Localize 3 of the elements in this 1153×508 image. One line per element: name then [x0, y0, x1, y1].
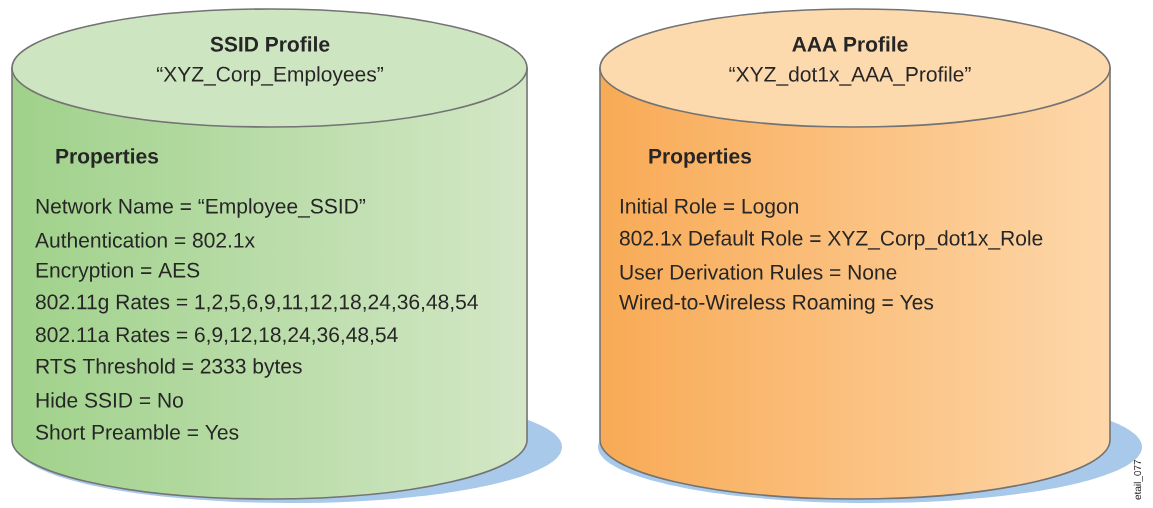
figure-id: etail_077	[1133, 459, 1143, 500]
cylinder-title: AAA Profile	[792, 36, 908, 52]
cylinder-title: SSID Profile	[210, 36, 330, 52]
